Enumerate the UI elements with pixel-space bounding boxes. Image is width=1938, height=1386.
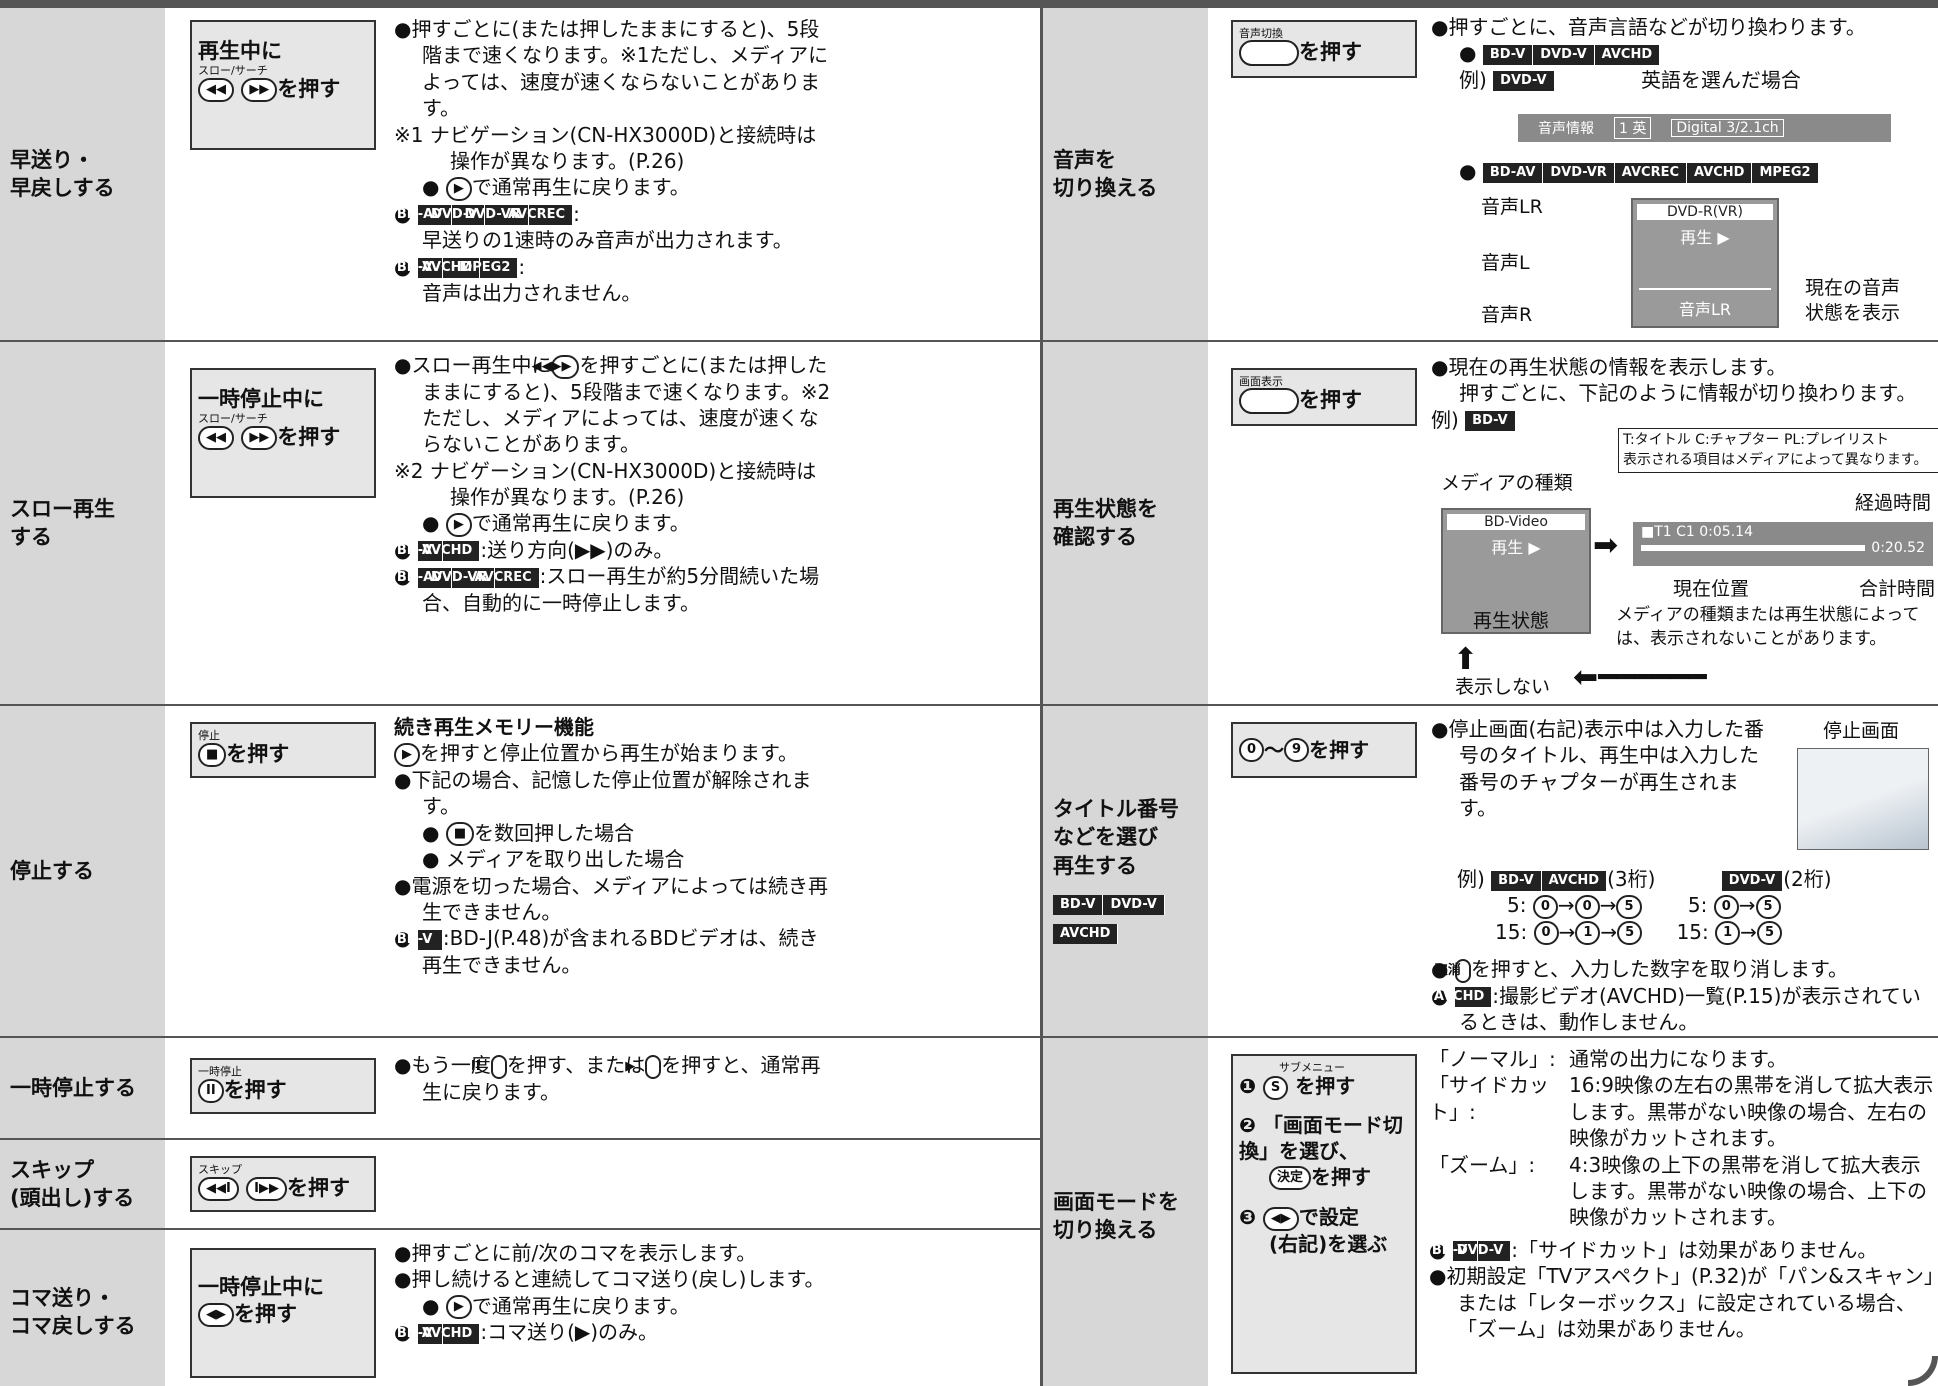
row-label: 再生状態を確認する (1043, 342, 1208, 704)
right-column: 音声を切り換える 音声切換 を押す ●押すごとに、音声言語などが切り換わります。… (1043, 8, 1938, 1386)
stop-icon: ■ (445, 822, 475, 847)
pause-button-icon: II (198, 1079, 224, 1103)
description: ●押すごとに(または押したままにすると)、5段階まで速くなります。※1ただし、メ… (394, 17, 829, 306)
row-skip: スキップ(頭出し)する スキップ ◀◀I I▶▶を押す (0, 1140, 1040, 1230)
step-box: 一時停止中に ◀▶を押す (190, 1248, 376, 1378)
description: ●停止画面(右記)表示中は入力した番号のタイトル、再生中は入力した番号のチャプタ… (1431, 717, 1765, 821)
row-slow-play: スロー再生する 一時停止中に スロー/サーチ ◀◀ ▶▶を押す ●スロー再生中に… (0, 342, 1040, 706)
total-time-label: 合計時間 (1859, 578, 1936, 600)
description: ●現在の再生状態の情報を表示します。 押すごとに、下記のように情報が切り換わりま… (1431, 355, 1917, 432)
column-divider (1040, 0, 1043, 1386)
stop-screen-thumbnail (1797, 748, 1929, 850)
row-fast-forward: 早送り・早戻しする 再生中に スロー/サーチ ◀◀ ▶▶を押す ●押すごとに(ま… (0, 8, 1040, 342)
audio-status-box: DVD-R(VR) 再生 ▶ 音声LR (1631, 198, 1779, 328)
step-box: 停止 ■を押す (190, 722, 376, 778)
step-box: 画面表示 を押す (1231, 368, 1417, 426)
row-status: 再生状態を確認する 画面表示 を押す ●現在の再生状態の情報を表示します。 押す… (1043, 342, 1938, 706)
elapsed-label: 経過時間 (1855, 492, 1932, 514)
row-label: 早送り・早戻しする (0, 8, 165, 340)
submenu-icon: S (1262, 1075, 1289, 1100)
row-frame-advance: コマ送り・コマ戻しする 一時停止中に ◀▶を押す ●押すごとに前/次のコマを表示… (0, 1230, 1040, 1386)
row-audio: 音声を切り換える 音声切換 を押す ●押すごとに、音声言語などが切り換わります。… (1043, 8, 1938, 342)
play-icon: ▶ (394, 742, 420, 767)
hide-label: 表示しない (1455, 676, 1551, 698)
left-right-arrows-icon: ◀▶ (198, 1303, 234, 1328)
play-icon: ▶ (445, 512, 472, 537)
play-icon: ▶ (445, 176, 472, 201)
status-note: メディアの種類または再生状態によっては、表示されないことがあります。 (1616, 605, 1920, 649)
row-label: 音声を切り換える (1043, 8, 1208, 340)
slow-search-icon: ◀◀▶▶ (531, 354, 580, 379)
row-label: 一時停止する (0, 1038, 165, 1138)
state-label: 再生状態 (1473, 610, 1550, 632)
step-box: サブメニュー ❶ S を押す ❷ 「画面モード切換」を選び、 決定を押す ❸ ◀… (1231, 1054, 1417, 1374)
row-label: 停止する (0, 706, 165, 1036)
seq-r: 音声R (1481, 304, 1533, 326)
display-button-icon (1239, 388, 1299, 414)
step-box: 一時停止中に スロー/サーチ ◀◀ ▶▶を押す (190, 368, 376, 498)
row-label: コマ送り・コマ戻しする (0, 1230, 165, 1386)
step-box: 音声切換 を押す (1231, 20, 1417, 78)
left-column: 早送り・早戻しする 再生中に スロー/サーチ ◀◀ ▶▶を押す ●押すごとに(ま… (0, 8, 1040, 1386)
audio-osd: 音声情報 1 英 Digital 3/2.1ch (1518, 114, 1891, 142)
pause-icon: II (471, 1054, 507, 1079)
description: ●押すごとに前/次のコマを表示します。 ●押し続けると連続してコマ送り(戻し)し… (394, 1241, 825, 1345)
arrow-up-icon: ⬆ (1453, 642, 1479, 677)
legend-box: T:タイトル C:チャプター PL:プレイリスト 表示される項目はメディアによっ… (1618, 428, 1938, 474)
seq-lr: 音声LR (1481, 196, 1543, 218)
description: 続き再生メモリー機能 ▶を押すと停止位置から再生が始まります。 ●下記の場合、記… (394, 715, 829, 977)
skip-forward-icon: I▶▶ (246, 1177, 287, 1201)
audio-note: 現在の音声状態を表示 (1805, 277, 1901, 324)
row-label: スロー再生する (0, 342, 165, 704)
fastforward-button-icon: ▶▶ (241, 78, 278, 103)
stop-screen-label: 停止画面 (1823, 720, 1900, 742)
cancel-icon: 取消 (1435, 958, 1471, 983)
seq-l: 音声L (1481, 252, 1530, 274)
audio-button-icon (1239, 40, 1299, 66)
enter-icon: 決定 (1269, 1166, 1312, 1190)
play-icon: ▶ (625, 1054, 662, 1079)
digit-9-icon: 9 (1284, 738, 1310, 762)
arrow-left-icon: ⬅━━━━━━ (1573, 660, 1707, 695)
step-box: スキップ ◀◀I I▶▶を押す (190, 1156, 376, 1212)
current-position-label: 現在位置 (1673, 578, 1750, 600)
top-border (0, 0, 1938, 8)
play-icon: ▶ (445, 1295, 472, 1320)
row-stop: 停止する 停止 ■を押す 続き再生メモリー機能 ▶を押すと停止位置から再生が始ま… (0, 706, 1040, 1038)
rewind-button-icon: ◀◀ (198, 78, 234, 103)
row-label: スキップ(頭出し)する (0, 1140, 165, 1228)
status-box: BD-Video 再生 ▶ (1441, 508, 1591, 634)
status-osd: ■T1 C1 0:05.14 0:20.52 (1633, 522, 1933, 566)
left-right-arrows-icon: ◀▶ (1262, 1206, 1299, 1231)
skip-back-icon: ◀◀I (198, 1177, 239, 1201)
digit-0-icon: 0 (1239, 738, 1265, 762)
modes-list: 「ノーマル」:通常の出力になります。 「サイドカット」:16:9映像の左右の黒帯… (1429, 1047, 1934, 1341)
row-label: 画面モードを切り換える (1043, 1038, 1208, 1386)
media-kind-label: メディアの種類 (1441, 472, 1573, 494)
fastforward-button-icon: ▶▶ (241, 426, 278, 451)
rewind-button-icon: ◀◀ (198, 426, 234, 451)
step-box: 再生中に スロー/サーチ ◀◀ ▶▶を押す (190, 20, 376, 150)
description: ●スロー再生中に◀◀▶▶を押すごとに(または押したままにすると)、5段階まで速く… (394, 353, 831, 615)
row-screen-mode: 画面モードを切り換える サブメニュー ❶ S を押す ❷ 「画面モード切換」を選… (1043, 1038, 1938, 1386)
stop-button-icon: ■ (198, 743, 227, 767)
arrow-right-icon: ➡ (1593, 528, 1619, 563)
